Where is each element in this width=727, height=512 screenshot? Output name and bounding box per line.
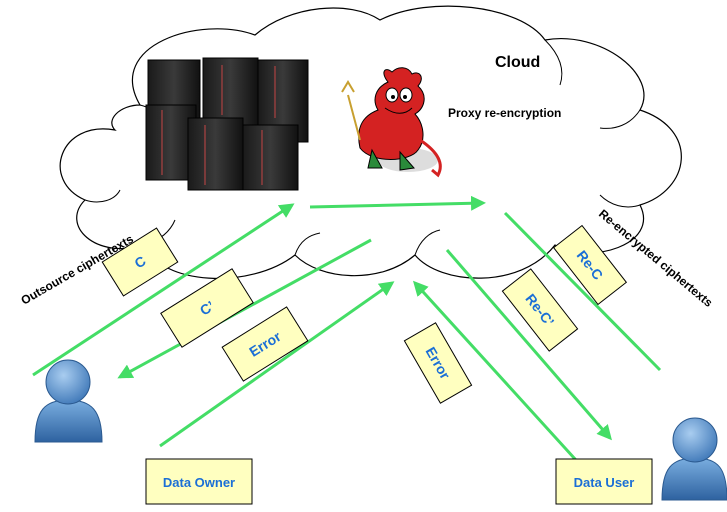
data-user-box: Data User xyxy=(555,458,653,505)
user-icon xyxy=(34,359,103,443)
arrow-cloud-transfer xyxy=(309,195,486,211)
data-user-label: Data User xyxy=(574,475,635,490)
proxy-label: Proxy re-encryption xyxy=(448,106,561,120)
reencrypted-label: Re-encrypted ciphertexts xyxy=(596,207,716,311)
box-re-c-prime: Re-C’ xyxy=(501,268,579,352)
arrow-re-c-prime xyxy=(445,249,612,441)
box-c: C xyxy=(101,227,179,297)
box-re-c: Re-C xyxy=(552,224,628,306)
data-owner-label: Data Owner xyxy=(163,475,235,490)
arrow-error-from-user xyxy=(412,280,587,472)
flow-arrows xyxy=(32,195,662,472)
cloud-title: Cloud xyxy=(495,54,540,71)
box-error-owner: Error xyxy=(221,306,309,382)
data-owner-box: Data Owner xyxy=(145,458,253,505)
arrow-outsource xyxy=(32,203,295,377)
arrow-error-to-owner xyxy=(117,238,372,379)
arrow-re-c xyxy=(503,211,662,372)
bsd-daemon-icon xyxy=(341,67,442,178)
server-rack-icon xyxy=(145,57,309,191)
box-error-user: Error xyxy=(403,322,473,404)
user-icon xyxy=(661,417,727,501)
arrow-owner-to-cloud xyxy=(159,281,395,448)
box-c-prime: C’ xyxy=(160,268,254,348)
